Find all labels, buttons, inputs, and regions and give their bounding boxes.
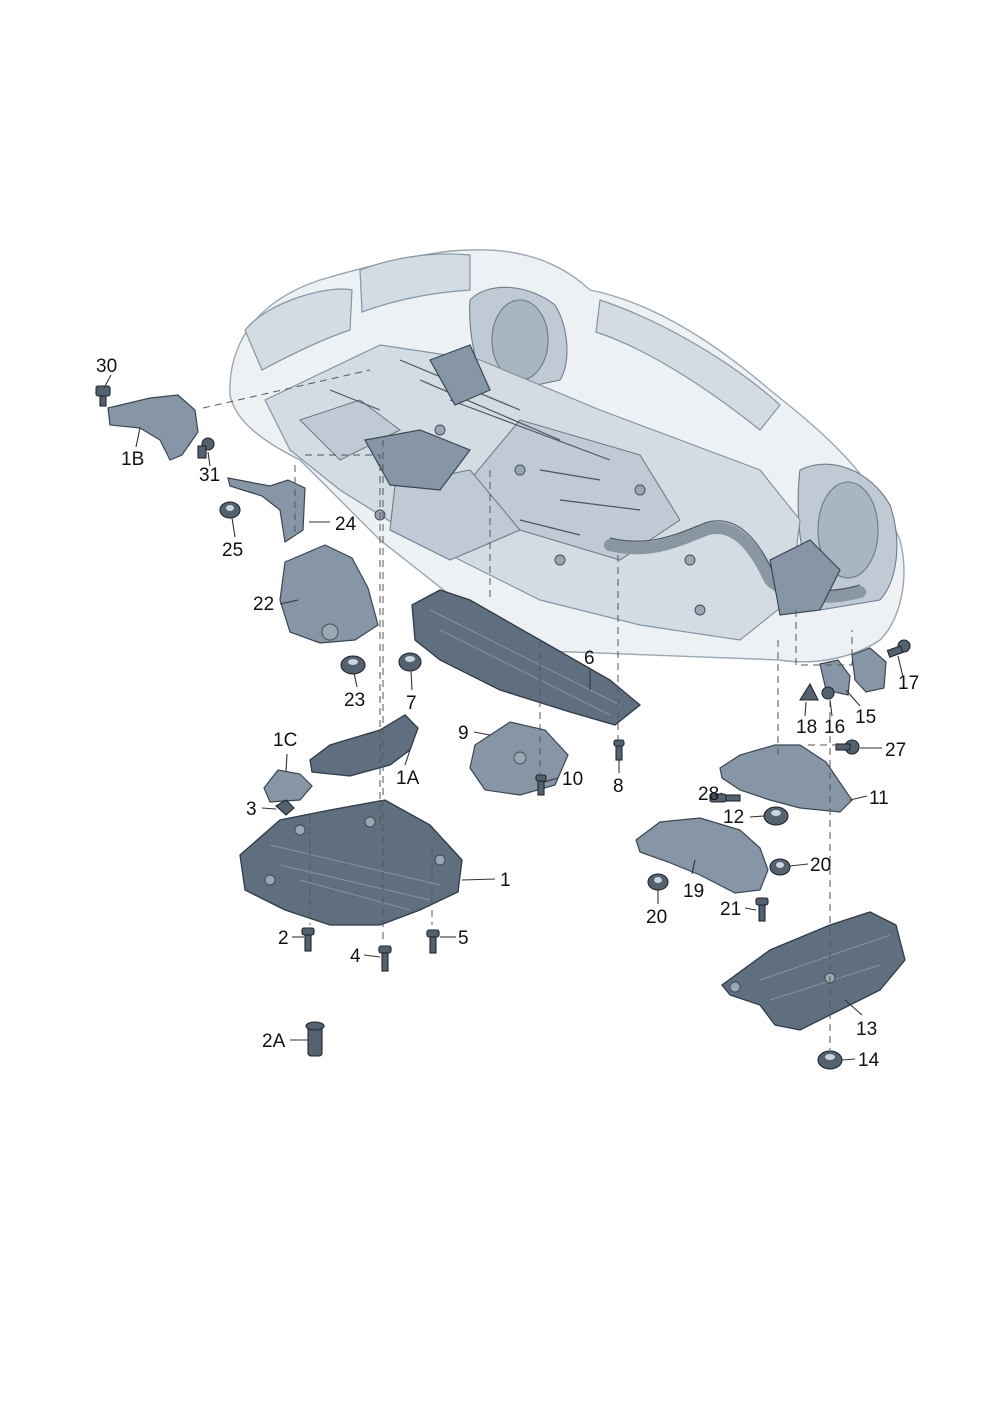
nut-20b [647, 873, 669, 891]
spacer-2a [305, 1021, 325, 1057]
callout-21: 21 [720, 899, 741, 920]
callout-1b: 1B [121, 449, 144, 470]
callout-16: 16 [824, 717, 845, 738]
bolt-31 [197, 437, 215, 459]
callout-13: 13 [856, 1019, 877, 1040]
grommet-14 [817, 1050, 843, 1070]
callout-2a: 2A [262, 1031, 286, 1052]
callout-4: 4 [350, 946, 361, 967]
grommet-12 [763, 806, 789, 826]
callout-7: 7 [406, 693, 417, 714]
bolt-27 [835, 739, 860, 755]
callout-11: 11 [869, 788, 889, 809]
bracket-1c [263, 769, 313, 803]
bolt-30 [95, 385, 111, 407]
callout-8: 8 [613, 776, 624, 797]
callout-27: 27 [885, 740, 906, 761]
bolt-4 [378, 945, 392, 972]
clip-3 [275, 799, 295, 816]
callout-15: 15 [855, 707, 876, 728]
callout-2: 2 [278, 928, 289, 949]
heat-shield-22 [279, 544, 379, 644]
callout-10: 10 [562, 769, 583, 790]
callout-5: 5 [458, 928, 469, 949]
callout-20b: 20 [646, 907, 667, 928]
bracket-1b [107, 394, 199, 461]
bolt-10 [535, 774, 547, 796]
callout-24: 24 [335, 514, 357, 535]
clip-18 [799, 682, 819, 701]
grommet-7 [398, 652, 422, 672]
assembly-lines [202, 369, 853, 1050]
bolt-2 [301, 927, 315, 952]
callout-23: 23 [344, 690, 365, 711]
callout-22: 22 [253, 594, 274, 615]
bolt-8 [613, 739, 625, 761]
bracket-15 [851, 647, 887, 693]
callout-1c: 1C [273, 730, 297, 751]
shield-11 [719, 744, 853, 813]
callout-28: 28 [698, 784, 719, 805]
callout-6: 6 [584, 648, 595, 669]
callout-12: 12 [723, 807, 744, 828]
panel-1a [309, 714, 419, 777]
nut-16 [821, 686, 835, 700]
bracket-24 [227, 477, 306, 544]
callout-19: 19 [683, 881, 704, 902]
callout-17: 17 [898, 673, 919, 694]
bracket-15b [819, 659, 851, 696]
shield-19 [635, 817, 769, 894]
callout-1a: 1A [396, 768, 420, 789]
leader-lines [103, 374, 904, 1061]
callout-20a: 20 [810, 855, 831, 876]
bolt-17 [886, 639, 911, 658]
callout-31: 31 [199, 465, 220, 486]
bolt-21 [755, 897, 769, 922]
bolt-5 [426, 929, 440, 954]
callout-18: 18 [796, 717, 817, 738]
callout-25: 25 [222, 540, 243, 561]
callout-3: 3 [246, 799, 257, 820]
nut-20a [769, 858, 791, 876]
callout-9: 9 [458, 723, 469, 744]
front-guard-13 [721, 911, 906, 1031]
grommet-23 [340, 655, 366, 675]
vehicle-underbody [229, 249, 905, 663]
callout-labels: 30 1B 31 24 25 22 23 7 6 1C 1A 9 10 8 3 … [96, 356, 919, 1071]
callout-30: 30 [96, 356, 117, 377]
callout-1: 1 [500, 870, 511, 891]
underbody-guard-1 [239, 799, 463, 926]
nut-25 [219, 501, 241, 519]
callout-14: 14 [858, 1050, 880, 1071]
